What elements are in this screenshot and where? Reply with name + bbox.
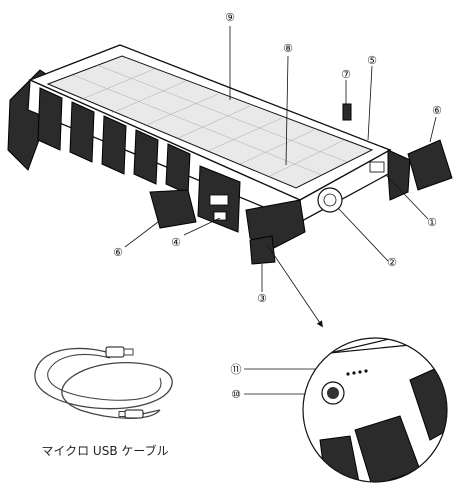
micro-usb-port xyxy=(213,211,227,221)
callout-4: ④ xyxy=(171,237,181,249)
callout-10: ⑩ xyxy=(231,389,241,401)
usb-a-plug xyxy=(105,346,125,358)
micro-usb-cable xyxy=(34,346,173,419)
callout-6-right: ⑥ xyxy=(432,105,442,117)
corner-bumper-right xyxy=(387,149,411,201)
corner-bumper-front xyxy=(245,199,306,251)
side-button xyxy=(342,103,352,121)
cable-caption: マイクロ USB ケーブル xyxy=(41,443,168,458)
rubber-grips xyxy=(37,87,191,195)
callout-11: ⑪ xyxy=(231,363,242,376)
micro-usb-plug xyxy=(124,409,144,419)
solar-cells xyxy=(72,64,348,177)
port-flap-right xyxy=(407,139,453,191)
callout-2: ② xyxy=(387,257,397,269)
power-bank xyxy=(7,44,453,265)
usb-port xyxy=(209,194,229,206)
zoom-detail xyxy=(302,337,448,483)
port-flap-left xyxy=(149,189,197,229)
usb-c-port xyxy=(369,161,385,173)
corner-bumper-bottom xyxy=(249,235,276,265)
callout-8: ⑧ xyxy=(283,43,293,55)
callout-7: ⑦ xyxy=(341,69,351,81)
zoom-circle-outline xyxy=(302,337,448,483)
callout-1: ① xyxy=(427,217,437,229)
callout-3: ③ xyxy=(257,293,267,305)
power-button-core xyxy=(327,387,339,399)
battery-indicator-leds xyxy=(346,369,368,376)
callout-9: ⑨ xyxy=(225,12,235,24)
callout-5: ⑤ xyxy=(367,55,377,67)
callout-labels: ⑨ ⑧ ⑦ ⑤ ⑥ ① ② ③ ④ ⑥ ⑪ ⑩ xyxy=(113,12,442,401)
callout-6-left: ⑥ xyxy=(113,247,123,259)
